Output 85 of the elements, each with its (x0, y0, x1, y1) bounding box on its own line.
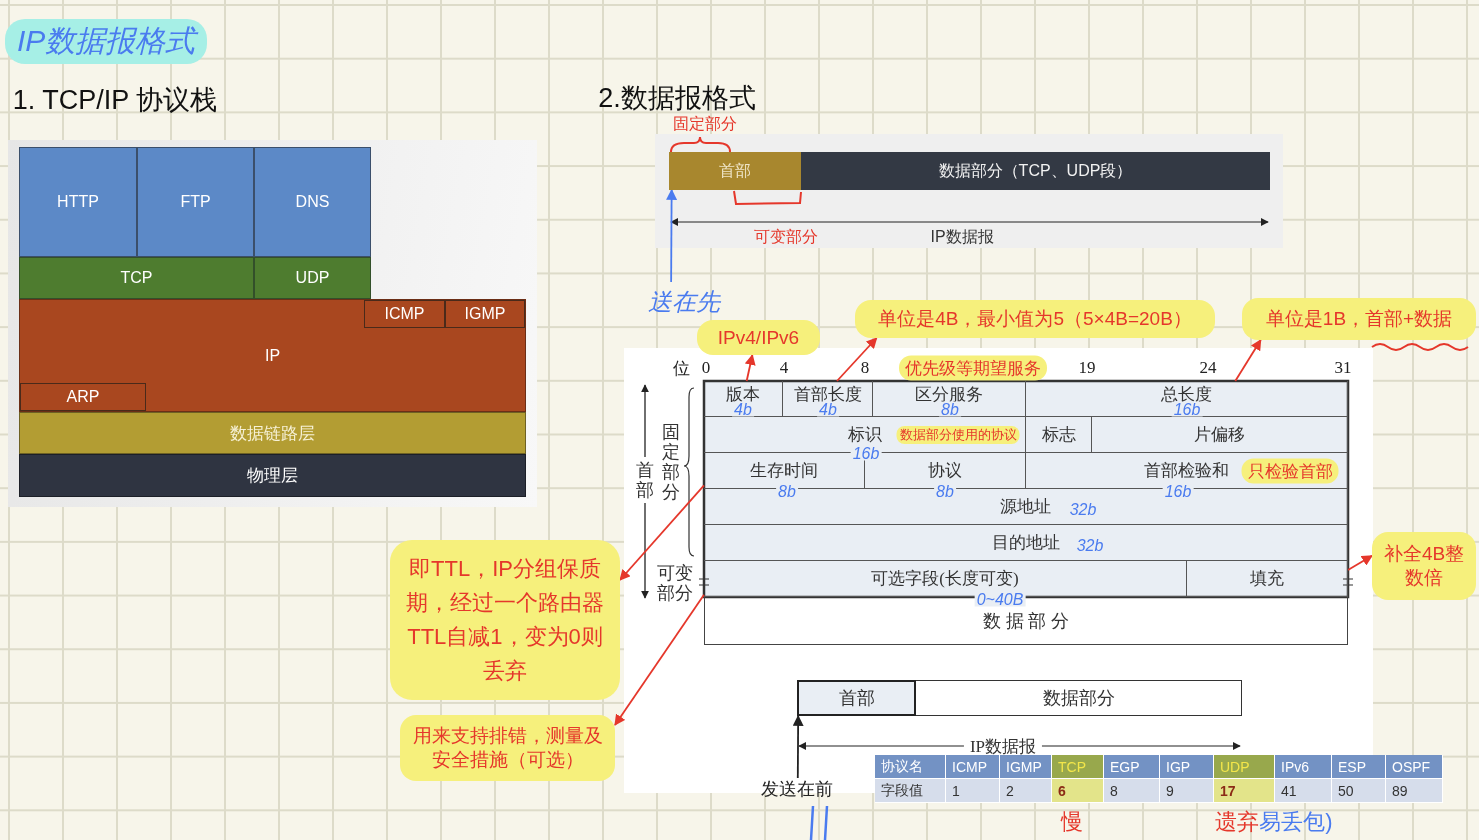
table-header-cell: UDP (1214, 755, 1275, 779)
handwritten-note: 遗弃 (1215, 808, 1259, 836)
bit-number: 8 (860, 358, 870, 378)
layer-label: IP (264, 346, 281, 365)
field-size-note: 32b (1067, 501, 1099, 517)
highlighted-note: 单位是1B，首部+数据 (1242, 298, 1476, 340)
table-cell: 8 (1104, 779, 1160, 803)
protocol-layer-block: 数据链路层 (19, 412, 526, 454)
handwritten-note: 送在先 (638, 282, 730, 322)
table-header-cell: TCP (1052, 755, 1104, 779)
side-label: 固定部分 (661, 422, 681, 502)
highlighted-note: 只检验首部 (1241, 458, 1339, 484)
protocol-layer-block: TCP (19, 257, 254, 299)
table-header-cell: 协议名 (875, 755, 946, 779)
dimension-label: IP数据报 (963, 737, 1043, 755)
highlighted-note: 优先级等期望服务 (899, 355, 1047, 381)
header-segment: 首部 (669, 152, 801, 190)
field-size-note: 0~40B (974, 591, 1026, 607)
page-title: IP数据报格式 (5, 19, 208, 64)
table-header-cell: IPv6 (1275, 755, 1332, 779)
protocol-layer-block: HTTP (19, 147, 137, 257)
table-cell: 41 (1275, 779, 1332, 803)
table-cell: 字段值 (875, 779, 946, 803)
highlighted-note: 补全4B整数倍 (1372, 532, 1476, 600)
arrow (836, 337, 878, 382)
highlighted-note: 用来支持排错，测量及安全措施（可选） (400, 715, 615, 781)
table-header-cell: IGP (1160, 755, 1214, 779)
handwritten-note: 易丢包) (1259, 808, 1333, 836)
highlighted-note: IPv4/IPv6 (697, 320, 820, 355)
table-header-cell: ESP (1332, 755, 1386, 779)
handwritten-note: 慢 (1061, 808, 1083, 836)
field-size-note: 8b (776, 483, 798, 499)
protocol-layer-block (19, 299, 526, 412)
arrow (792, 714, 804, 779)
header-segment: 首部 (797, 680, 916, 716)
highlighted-note: 即TTL，IP分组保质期，经过一个路由器TTL自减1，变为0则丢弃 (390, 540, 620, 700)
side-label: 可变部分 (657, 563, 694, 603)
protocol-layer-block: 物理层 (19, 454, 526, 497)
arrow (1347, 554, 1373, 571)
arrow (614, 593, 705, 726)
protocol-layer-block: IGMP (445, 300, 525, 328)
table-cell: 1 (946, 779, 1000, 803)
protocol-layer-block: ARP (20, 383, 146, 411)
table-header-cell: IGMP (1000, 755, 1052, 779)
handwritten-note: 可变部分 (754, 226, 818, 247)
text-label: 发送在前 (757, 778, 837, 800)
bit-number: 4 (779, 358, 789, 378)
table-cell: 2 (1000, 779, 1052, 803)
table-cell: 9 (1160, 779, 1214, 803)
handwritten-note: 固定部分 (673, 113, 737, 134)
arrow (744, 353, 756, 382)
table-cell: 6 (1052, 779, 1104, 803)
bit-number: 31 (1334, 358, 1352, 378)
arrow (619, 484, 705, 581)
protocol-layer-block: DNS (254, 147, 371, 257)
table-header-cell: ICMP (946, 755, 1000, 779)
highlighted-note: 数据部分使用的协议 (896, 426, 1020, 444)
section-heading: 2.数据报格式 (598, 82, 756, 115)
bit-number: 0 (701, 358, 711, 378)
header-field: 片偏移 (1092, 417, 1348, 453)
data-segment: 数据部分 (916, 680, 1242, 716)
bit-number: 位 (672, 357, 690, 380)
dimension-label: IP数据报 (930, 226, 994, 247)
protocol-layer-block: ICMP (364, 300, 445, 328)
field-size-note: 8b (934, 483, 956, 499)
header-field: 填充 (1187, 561, 1348, 597)
table-cell: 50 (1332, 779, 1386, 803)
protocol-layer-block: UDP (254, 257, 371, 299)
field-size-note: 16b (1162, 483, 1194, 499)
header-field: 标志 (1026, 417, 1092, 453)
arrow (666, 188, 678, 283)
section-heading: 1. TCP/IP 协议栈 (12, 84, 218, 117)
protocol-layer-block: FTP (137, 147, 254, 257)
data-segment: 数据部分（TCP、UDP段） (801, 152, 1270, 190)
table-cell: 17 (1214, 779, 1275, 803)
bit-number: 19 (1078, 358, 1096, 378)
table-header-cell: EGP (1104, 755, 1160, 779)
table-cell: 89 (1386, 779, 1443, 803)
field-size-note: 32b (1074, 537, 1106, 553)
table-header-cell: OSPF (1386, 755, 1443, 779)
arrow (1234, 339, 1262, 382)
field-size-note: 16b (850, 445, 882, 461)
side-label: 首部 (635, 457, 655, 503)
highlighted-note: 单位是4B，最小值为5（5×4B=20B） (855, 300, 1215, 338)
bit-number: 24 (1199, 358, 1217, 378)
